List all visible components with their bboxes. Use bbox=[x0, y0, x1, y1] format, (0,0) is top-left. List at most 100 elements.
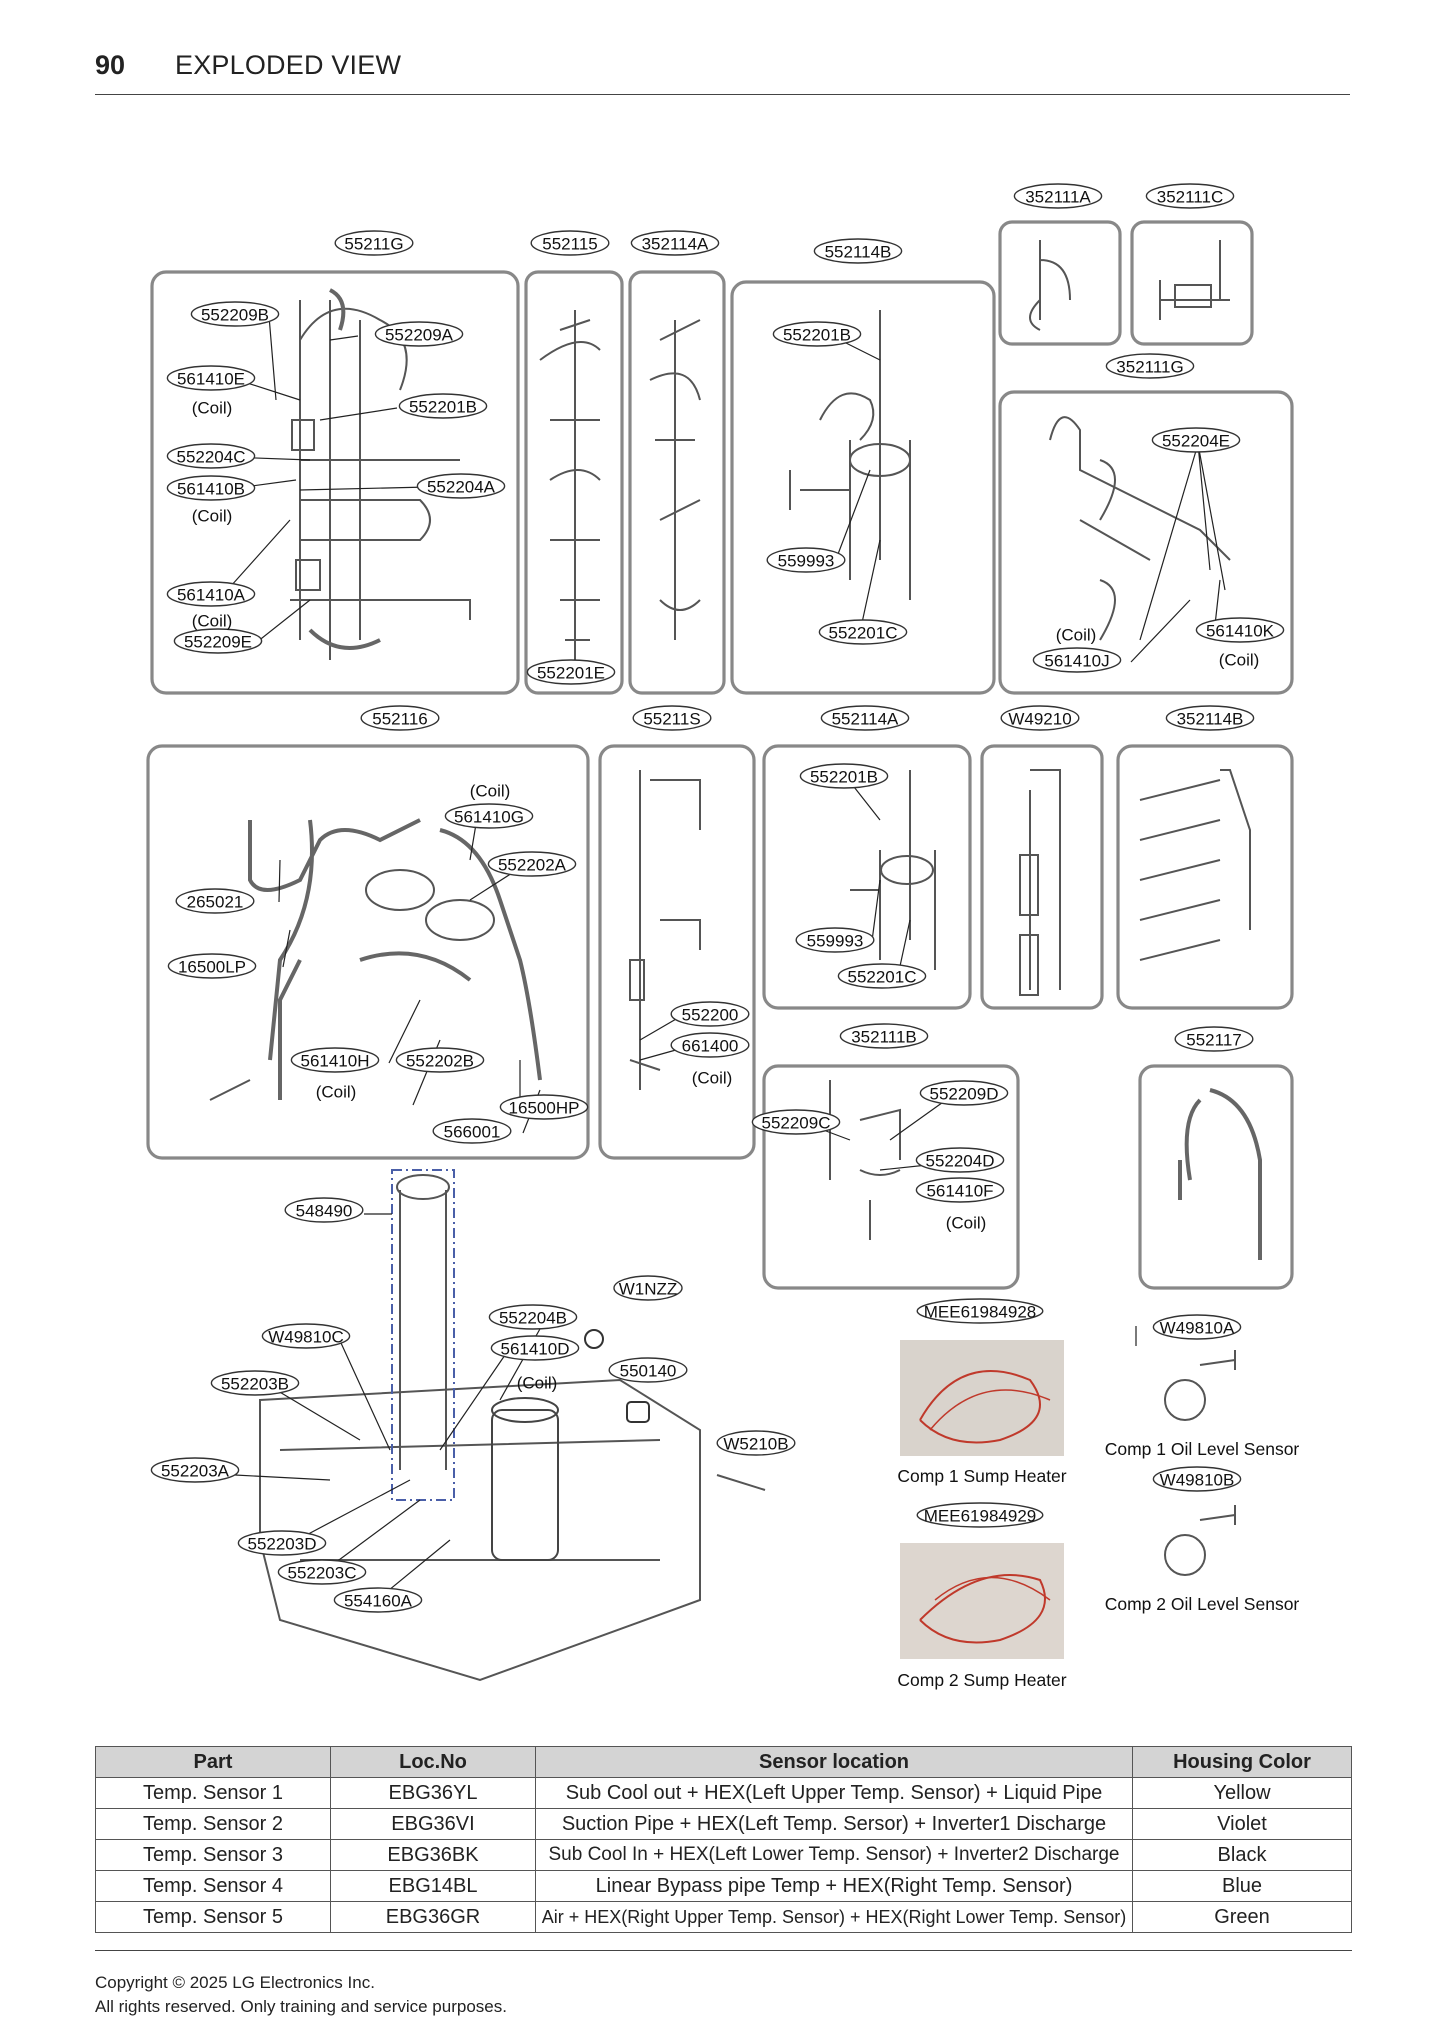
label-text: 552203B bbox=[221, 1375, 289, 1394]
label-text: 552200 bbox=[682, 1006, 739, 1025]
part-label-mee61984929: MEE61984929 bbox=[916, 1502, 1044, 1528]
page-header: 90 EXPLODED VIEW bbox=[95, 44, 1350, 95]
part-label-561410e: 561410E bbox=[166, 365, 256, 391]
label-text: 352111C bbox=[1157, 188, 1223, 207]
label-ellipse bbox=[444, 803, 534, 829]
label-text: 552201B bbox=[810, 768, 878, 787]
label-ellipse bbox=[398, 393, 488, 419]
part-label-552204a: 552204A bbox=[416, 473, 506, 499]
part-label-352111b: 352111B bbox=[839, 1023, 929, 1049]
label-ellipse bbox=[839, 1023, 929, 1049]
comp1-oil-level-sensor-caption: Comp 1 Oil Level Sensor bbox=[1105, 1439, 1300, 1459]
label-text: 55211S bbox=[643, 710, 700, 729]
label-ellipse bbox=[837, 963, 927, 989]
part-label-352111a: 352111A bbox=[1013, 183, 1103, 209]
label-text: W49210 bbox=[1008, 710, 1071, 729]
cell-color: Green bbox=[1132, 1901, 1352, 1933]
coil-notes: (Coil) (Coil) (Coil) (Coil) (Coil) (Coil… bbox=[192, 399, 1260, 1393]
leader-lines bbox=[221, 315, 1226, 1605]
label-text: 352114A bbox=[642, 235, 709, 254]
label-text: 552204A bbox=[427, 478, 496, 497]
label-text: 561410B bbox=[177, 480, 245, 499]
comp2-sump-heater-caption: Comp 2 Sump Heater bbox=[897, 1670, 1066, 1690]
part-label-552115: 552115 bbox=[530, 230, 610, 256]
part-label-552200: 552200 bbox=[670, 1001, 750, 1027]
part-label-552209d: 552209D bbox=[919, 1080, 1009, 1106]
coil-note: (Coil) bbox=[517, 1374, 558, 1393]
label-ellipse bbox=[261, 1323, 351, 1349]
part-label-561410k: 561410K bbox=[1195, 617, 1285, 643]
cell-loc-no: EBG36BK bbox=[330, 1839, 536, 1871]
part-label-561410h: 561410H bbox=[290, 1047, 380, 1073]
part-label-552204b: 552204B bbox=[488, 1304, 578, 1330]
label-ellipse bbox=[360, 705, 440, 731]
part-label-552111g: 55211G bbox=[334, 230, 414, 256]
label-ellipse bbox=[1151, 427, 1241, 453]
label-text: MEE61984928 bbox=[924, 1303, 1036, 1322]
label-text: MEE61984929 bbox=[924, 1507, 1036, 1526]
label-text: W5210B bbox=[723, 1435, 788, 1454]
coil-note: (Coil) bbox=[692, 1069, 733, 1088]
coil-note: (Coil) bbox=[192, 612, 233, 631]
part-label-552209a: 552209A bbox=[374, 321, 464, 347]
label-text: 55211G bbox=[344, 235, 403, 254]
part-label-552209c: 552209C bbox=[751, 1109, 841, 1135]
part-label-552201b_c: 552201B bbox=[799, 763, 889, 789]
panel-boxes bbox=[146, 220, 1294, 1290]
label-ellipse bbox=[716, 1430, 796, 1456]
label-ellipse bbox=[670, 1001, 750, 1027]
part-label-352114b: 352114B bbox=[1165, 705, 1255, 731]
part-label-552203a: 552203A bbox=[150, 1457, 240, 1483]
label-ellipse bbox=[526, 659, 616, 685]
label-text: 552201B bbox=[783, 326, 851, 345]
label-ellipse bbox=[670, 1032, 750, 1058]
part-label-561410j: 561410J bbox=[1032, 647, 1122, 673]
part-label-552114a: 552114A bbox=[820, 705, 910, 731]
label-ellipse bbox=[1013, 183, 1103, 209]
label-ellipse bbox=[1165, 705, 1255, 731]
label-ellipse bbox=[813, 238, 903, 264]
label-ellipse bbox=[173, 628, 263, 654]
label-ellipse bbox=[919, 1080, 1009, 1106]
part-label-352111c: 352111C bbox=[1145, 183, 1235, 209]
label-ellipse bbox=[916, 1298, 1044, 1324]
comp1-sump-heater-photo bbox=[900, 1340, 1064, 1456]
col-sensor-location: Sensor location bbox=[535, 1746, 1133, 1778]
label-text: 552201E bbox=[537, 664, 605, 683]
part-label-w49810c: W49810C bbox=[261, 1323, 351, 1349]
part-label-561410g: 561410G bbox=[444, 803, 534, 829]
label-text: W49810A bbox=[1160, 1319, 1235, 1338]
page-number: 90 bbox=[95, 50, 126, 80]
cell-location: Sub Cool out + HEX(Left Upper Temp. Sens… bbox=[535, 1777, 1133, 1809]
part-label-w5210b: W5210B bbox=[716, 1430, 796, 1456]
copyright-line: Copyright © 2025 LG Electronics Inc. bbox=[95, 1973, 375, 1992]
coil-note: (Coil) bbox=[1056, 626, 1097, 645]
label-text: 352111G bbox=[1116, 358, 1183, 377]
label-text: 559993 bbox=[807, 932, 864, 951]
label-text: 552114A bbox=[832, 710, 899, 729]
label-text: 566001 bbox=[444, 1123, 501, 1142]
table-header-row: Part Loc.No Sensor location Housing Colo… bbox=[95, 1746, 1352, 1778]
cell-part: Temp. Sensor 2 bbox=[95, 1808, 331, 1840]
label-text: 552204C bbox=[176, 448, 245, 467]
label-ellipse bbox=[277, 1559, 367, 1585]
part-label-552203c: 552203C bbox=[277, 1559, 367, 1585]
part-label-552203d: 552203D bbox=[237, 1530, 327, 1556]
label-ellipse bbox=[237, 1530, 327, 1556]
label-ellipse bbox=[150, 1457, 240, 1483]
part-label-mee61984928: MEE61984928 bbox=[916, 1298, 1044, 1324]
label-ellipse bbox=[190, 301, 280, 327]
label-ellipse bbox=[1152, 1466, 1242, 1492]
label-text: 552209B bbox=[201, 306, 269, 325]
cell-color: Violet bbox=[1132, 1808, 1352, 1840]
part-label-552204c: 552204C bbox=[166, 443, 256, 469]
photo-captions: Comp 1 Sump Heater Comp 2 Sump Heater Co… bbox=[897, 1439, 1299, 1690]
part-label-552203b: 552203B bbox=[210, 1370, 300, 1396]
coil-note: (Coil) bbox=[1219, 651, 1260, 670]
part-label-552202b: 552202B bbox=[395, 1047, 485, 1073]
part-label-552204e: 552204E bbox=[1151, 427, 1241, 453]
label-text: 552209C bbox=[761, 1114, 830, 1133]
